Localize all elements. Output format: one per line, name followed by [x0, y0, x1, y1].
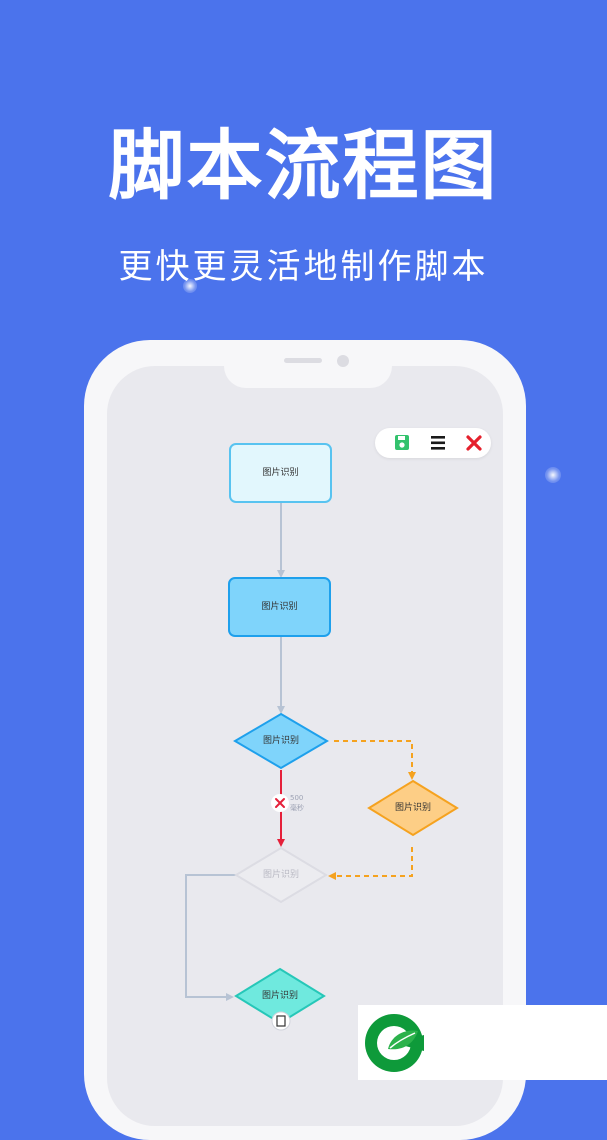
save-icon[interactable]: [387, 428, 417, 458]
node-label: 图片识别: [394, 803, 431, 813]
flow-node-rect-1[interactable]: [229, 443, 332, 503]
node-label: 图片识别: [262, 736, 299, 746]
flow-connector: [185, 874, 237, 1001]
menu-icon[interactable]: [423, 428, 453, 458]
flowchart-canvas: [185, 443, 459, 1031]
flow-node-diamond-3[interactable]: [234, 846, 328, 904]
flow-connector-branch: [328, 847, 413, 880]
delay-value: 500: [290, 794, 304, 802]
sparkle-decoration: [183, 279, 197, 293]
editor-toolbar: [375, 428, 491, 458]
subheadline: 更快更灵活地制作脚本: [118, 247, 489, 287]
flow-node-rect-2[interactable]: [228, 577, 331, 637]
fail-x-icon: [275, 798, 285, 808]
phone-speaker: [284, 358, 322, 363]
flow-node-diamond-1[interactable]: [233, 712, 329, 770]
phone-camera: [337, 355, 349, 367]
watermark-panel: [358, 1005, 607, 1080]
node-label: 图片识别: [261, 991, 298, 1001]
flow-connector-branch: [334, 740, 416, 780]
node-label: 图片识别: [261, 602, 298, 612]
headline: 脚本流程图: [108, 121, 499, 210]
leaf-logo-icon: [365, 1014, 424, 1072]
note-icon: [276, 1015, 286, 1027]
note-badge[interactable]: [271, 1011, 291, 1031]
node-label: 图片识别: [262, 870, 299, 880]
close-icon[interactable]: [459, 428, 489, 458]
flow-node-diamond-2[interactable]: [367, 779, 459, 837]
delay-unit: 毫秒: [290, 804, 304, 812]
node-label: 图片识别: [262, 468, 299, 478]
sparkle-decoration: [545, 467, 561, 483]
